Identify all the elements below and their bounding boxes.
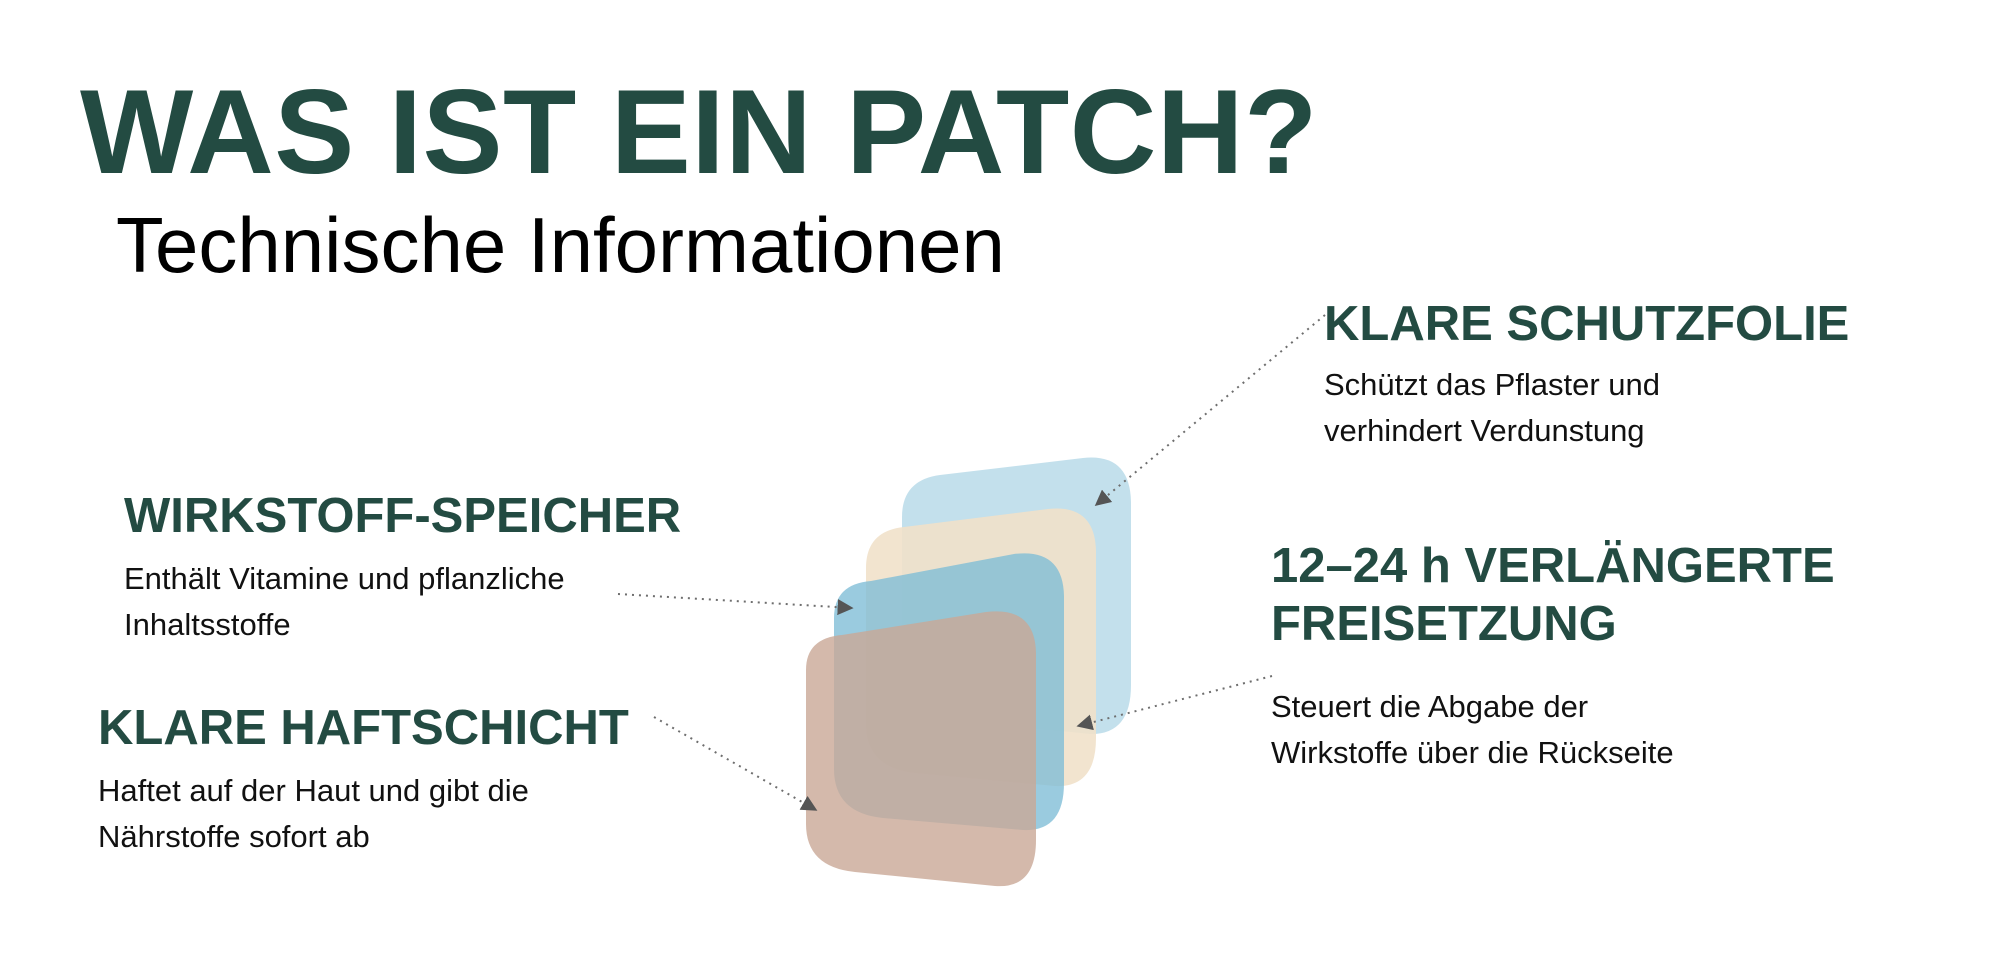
reservoir-description-line: Inhaltsstoffe xyxy=(124,607,291,642)
connector-reservoir xyxy=(617,593,854,616)
film-description-line: verhindert Verdunstung xyxy=(1324,413,1645,448)
reservoir-description: Enthält Vitamine und pflanzliche Inhalts… xyxy=(124,556,565,648)
adhesive-description-line: Nährstoffe sofort ab xyxy=(98,819,370,854)
protective-film-layer xyxy=(902,457,1131,735)
release-heading-line: FREISETZUNG xyxy=(1271,596,1617,651)
connector-release xyxy=(1076,675,1273,731)
release-membrane-layer xyxy=(866,508,1096,787)
connector-adhesive xyxy=(653,716,818,811)
connector-film xyxy=(1094,314,1326,507)
reservoir-description-line: Enthält Vitamine und pflanzliche xyxy=(124,561,565,596)
reservoir-heading: WIRKSTOFF-SPEICHER xyxy=(124,489,682,543)
release-description: Steuert die Abgabe der Wirkstoffe über d… xyxy=(1271,684,1674,776)
reservoir-layer xyxy=(834,553,1064,831)
release-description-line: Wirkstoffe über die Rückseite xyxy=(1271,735,1674,770)
adhesive-heading: KLARE HAFTSCHICHT xyxy=(98,701,629,755)
release-heading-line: 12–24 h VERLÄNGERTE xyxy=(1271,539,1835,593)
adhesive-description-line: Haftet auf der Haut und gibt die xyxy=(98,773,529,808)
film-description: Schützt das Pflaster und verhindert Verd… xyxy=(1324,362,1660,454)
film-description-line: Schützt das Pflaster und xyxy=(1324,367,1661,402)
release-description-line: Steuert die Abgabe der xyxy=(1271,689,1589,724)
adhesive-layer xyxy=(806,611,1036,887)
release-heading: 12–24 h VERLÄNGERTE FREISETZUNG xyxy=(1271,538,1835,654)
adhesive-description: Haftet auf der Haut und gibt die Nährsto… xyxy=(98,768,529,860)
film-heading: KLARE SCHUTZFOLIE xyxy=(1324,297,1850,351)
page-subtitle: Technische Informationen xyxy=(116,201,1005,289)
page-title: WAS IST EIN PATCH? xyxy=(80,65,1318,199)
